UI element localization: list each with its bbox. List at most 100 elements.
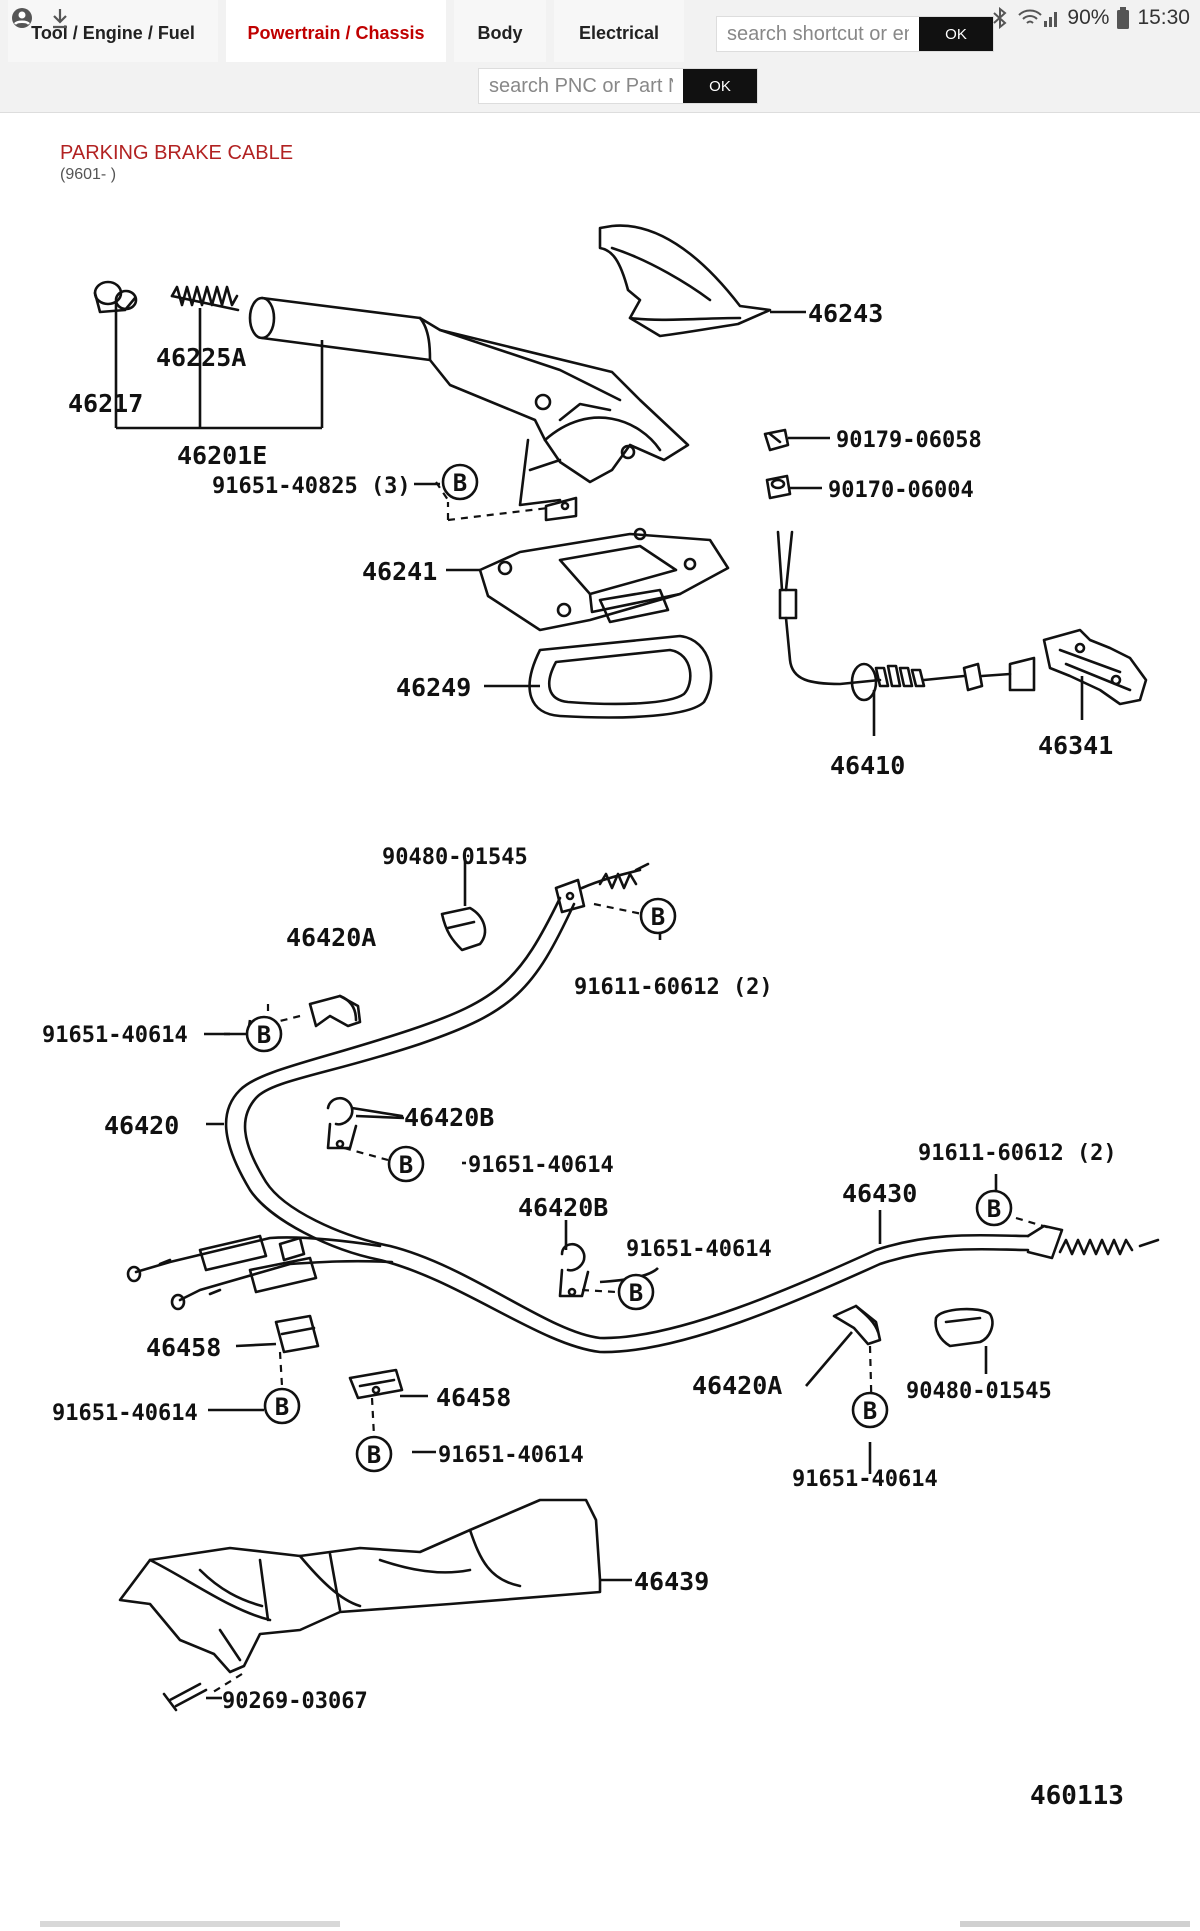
bolt-letter: B <box>275 1393 289 1421</box>
part-label-46420a-lower[interactable]: 46420A <box>692 1371 782 1400</box>
tab-label: Electrical <box>578 23 660 43</box>
wifi-signal-icon <box>1018 9 1058 27</box>
tab-powertrain-chassis[interactable]: Powertrain / Chassis <box>226 0 446 62</box>
part-label-46439[interactable]: 46439 <box>634 1567 709 1596</box>
boot-46243-drawing <box>598 224 772 338</box>
account-icon <box>12 8 32 28</box>
lever-46201e-drawing <box>248 296 690 522</box>
bolt-letter: B <box>987 1195 1001 1223</box>
bolt-letter: B <box>453 469 467 497</box>
part-label-46225a[interactable]: 46225A <box>156 343 246 372</box>
bolt-marker: B <box>355 1435 393 1473</box>
part-label-46217[interactable]: 46217 <box>68 389 143 418</box>
bolt-letter: B <box>651 903 665 931</box>
bolt-marker: B <box>263 1387 301 1425</box>
shortcut-search-input[interactable] <box>717 17 919 51</box>
part-label-46241[interactable]: 46241 <box>362 557 437 586</box>
part-label-90269-03067[interactable]: 90269-03067 <box>222 1689 368 1714</box>
cable-46420-drawing <box>224 862 1030 1354</box>
equalizer-46341-drawing <box>1042 628 1148 706</box>
illustration-number: 460113 <box>1030 1781 1124 1811</box>
status-bar: 90% 15:30 <box>0 0 1200 38</box>
part-label-91611-60612-lower[interactable]: 91611-60612 (2) <box>918 1141 1117 1166</box>
heat-insulator-46439-drawing <box>118 1498 602 1674</box>
part-label-90480-01545-upper[interactable]: 90480-01545 <box>382 845 528 870</box>
part-label-46430[interactable]: 46430 <box>842 1179 917 1208</box>
bolt-marker: B <box>387 1145 425 1183</box>
part-label-46420a-upper[interactable]: 46420A <box>286 923 376 952</box>
leader-lines <box>114 302 1084 1700</box>
dashed-connectors <box>209 481 1051 1695</box>
part-label-46458-center[interactable]: 46458 <box>436 1383 511 1412</box>
part-label-90480-01545-lower[interactable]: 90480-01545 <box>906 1379 1052 1404</box>
part-search-ok-button[interactable]: OK <box>683 69 757 103</box>
page-title: PARKING BRAKE CABLE <box>60 142 294 164</box>
bracket-46420b-lower-drawing <box>558 1242 590 1298</box>
grommet-46249-drawing <box>528 634 713 719</box>
part-label-91611-60612-upper[interactable]: 91611-60612 (2) <box>574 975 773 1000</box>
status-right: 90% 15:30 <box>991 6 1190 30</box>
part-label-91651-40614-d[interactable]: 91651-40614 <box>52 1401 198 1426</box>
status-left <box>10 6 72 30</box>
grommet-90480-lower-drawing <box>934 1307 994 1348</box>
part-label-91651-40825[interactable]: 91651-40825 (3) <box>212 474 411 499</box>
part-label-46249[interactable]: 46249 <box>396 673 471 702</box>
cover-46217-drawing <box>93 280 138 314</box>
part-label-46410[interactable]: 46410 <box>830 751 905 780</box>
part-search-input[interactable] <box>479 69 683 103</box>
bolt-letter: B <box>863 1397 877 1425</box>
tab-body[interactable]: Body <box>454 0 546 62</box>
bolt-marker: B <box>441 463 479 501</box>
part-labels: 46217 46225A 46201E 91651-40825 (3) 4624… <box>42 299 1124 1811</box>
bolt-letter: B <box>629 1279 643 1307</box>
tab-label: Powertrain / Chassis <box>247 23 425 43</box>
bluetooth-icon <box>993 7 1007 29</box>
part-label-91651-40614-f[interactable]: 91651-40614 <box>792 1467 938 1492</box>
bracket-46420a-upper-drawing <box>308 994 362 1028</box>
grommet-90480-upper-drawing <box>440 906 487 952</box>
battery-icon <box>1117 7 1130 29</box>
clip-90179-drawing <box>763 428 790 452</box>
part-label-91651-40614-a[interactable]: 91651-40614 <box>42 1023 188 1048</box>
part-label-46341[interactable]: 46341 <box>1038 731 1113 760</box>
part-label-46420b-lower[interactable]: 46420B <box>518 1193 608 1222</box>
clock: 15:30 <box>1137 6 1190 29</box>
bolt-90269-drawing <box>162 1682 208 1712</box>
part-label-46420b-upper[interactable]: 46420B <box>404 1103 494 1132</box>
bolt-marker: B <box>975 1189 1013 1227</box>
next-row-preview <box>0 1912 1200 1927</box>
bolt-marker: B <box>851 1391 889 1429</box>
thumbnail-strip <box>40 1921 1190 1927</box>
tab-electrical[interactable]: Electrical <box>554 0 684 62</box>
part-label-46458-left[interactable]: 46458 <box>146 1333 221 1362</box>
clip-46458-center-drawing <box>348 1368 404 1400</box>
page-subtitle: (9601- ) <box>60 166 117 183</box>
bolt-letter: B <box>399 1151 413 1179</box>
shortcut-search: OK <box>716 16 994 52</box>
part-label-91651-40614-b[interactable]: 91651-40614 <box>468 1153 614 1178</box>
part-label-46420[interactable]: 46420 <box>104 1111 179 1140</box>
spring-46225a-drawing <box>170 285 240 312</box>
retainer-46241-drawing <box>478 527 730 632</box>
part-label-91651-40614-c[interactable]: 91651-40614 <box>626 1237 772 1262</box>
part-label-46243[interactable]: 46243 <box>808 299 883 328</box>
tab-tool-engine-fuel[interactable]: Tool / Engine / Fuel <box>8 0 218 62</box>
part-label-91651-40614-e[interactable]: 91651-40614 <box>438 1443 584 1468</box>
bolt-markers: B B B B B B B B B <box>245 463 1013 1473</box>
part-label-46201e[interactable]: 46201E <box>177 441 267 470</box>
part-label-90170-06004[interactable]: 90170-06004 <box>828 478 974 503</box>
bolt-letter: B <box>257 1021 271 1049</box>
part-label-90179-06058[interactable]: 90179-06058 <box>836 428 982 453</box>
nut-90170-drawing <box>765 474 792 500</box>
bolt-marker: B <box>245 1015 283 1053</box>
cable-46430-drawing <box>1026 1224 1160 1260</box>
equalizer-cable-46410-drawing <box>776 530 1036 702</box>
tab-label: Tool / Engine / Fuel <box>31 23 195 43</box>
shortcut-search-ok-button[interactable]: OK <box>919 17 993 51</box>
bolt-letter: B <box>367 1441 381 1469</box>
clip-46458-left-drawing <box>274 1314 320 1354</box>
rear-cable-ends-drawing <box>126 1234 394 1311</box>
tab-label: Body <box>477 23 523 43</box>
bolt-marker: B <box>617 1273 655 1311</box>
